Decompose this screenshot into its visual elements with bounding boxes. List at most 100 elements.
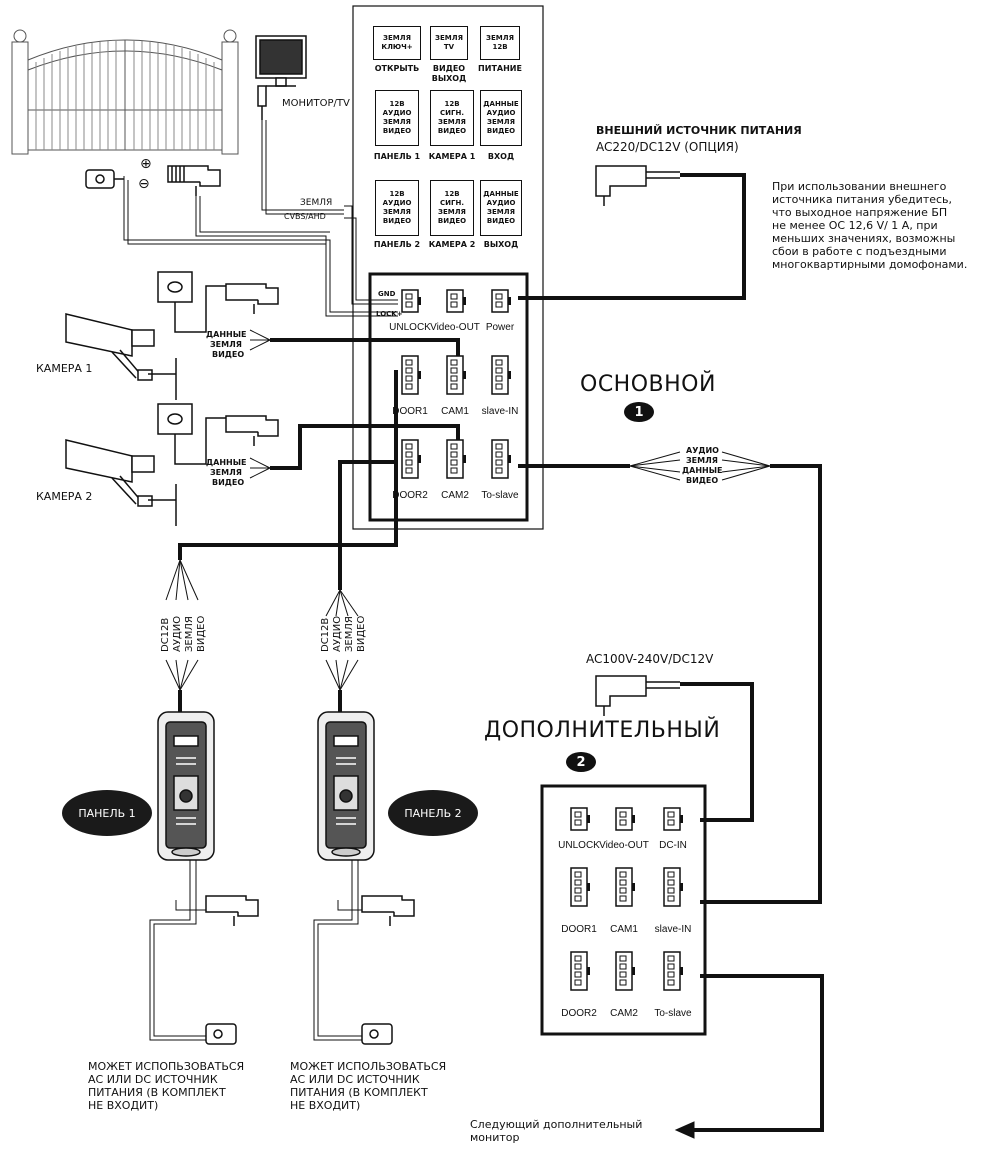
camera-1-wire-video: ВИДЕО bbox=[212, 350, 245, 359]
main-connector-unlock bbox=[401, 289, 421, 313]
panel-2-wire-ground: ЗЕМЛЯ bbox=[344, 616, 355, 652]
main-port-unlock: UNLOCK bbox=[389, 322, 431, 333]
main-port-slave-in: slave-IN bbox=[481, 406, 519, 417]
slave-connector-cam2 bbox=[615, 951, 635, 991]
link-wire-ground: ЗЕМЛЯ bbox=[686, 456, 718, 465]
camera-2-label: КАМЕРА 2 bbox=[36, 490, 93, 503]
slave-port-slave-in: slave-IN bbox=[654, 924, 692, 935]
slave-connector-unlock bbox=[570, 807, 590, 831]
panel-2-badge: ПАНЕЛЬ 2 bbox=[388, 790, 478, 836]
main-connector-power bbox=[491, 289, 511, 313]
main-connector-door1 bbox=[401, 355, 421, 395]
panel-2-power-note: МОЖЕТ ИСПОЛЬЗОВАТЬСЯ АС ИЛИ DC ИСТОЧНИК … bbox=[290, 1060, 447, 1112]
link-wire-video: ВИДЕО bbox=[686, 476, 719, 485]
camera-2-wire-video: ВИДЕО bbox=[212, 478, 245, 487]
lock-power-adapter-icon bbox=[167, 165, 221, 196]
panel-1-wire-audio: АУДИО bbox=[172, 615, 183, 652]
legend-caption-unlock: ОТКРЫТЬ bbox=[374, 64, 420, 73]
main-port-cam1: CAM1 bbox=[441, 406, 469, 417]
panel-1-power-adapter-icon bbox=[205, 895, 259, 1045]
thin-wires bbox=[123, 120, 398, 1041]
slave-connector-door2 bbox=[570, 951, 590, 991]
external-power-note: При использовании внешнего источника пит… bbox=[772, 180, 968, 271]
panel-2-wire-audio: АУДИО bbox=[332, 615, 343, 652]
link-wire-audio: АУДИО bbox=[686, 446, 719, 455]
slave-port-video-out: Video-OUT bbox=[599, 840, 649, 851]
slave-port-dc-in: DC-IN bbox=[659, 840, 687, 851]
slave-unit-title: ДОПОЛНИТЕЛЬНЫЙ bbox=[484, 718, 721, 743]
legend-caption-video-out: ВИДЕО ВЫХОД bbox=[431, 64, 467, 83]
slave-unit-port-panel bbox=[540, 784, 707, 1036]
main-port-power: Power bbox=[485, 322, 515, 333]
external-power-subtitle: AC220/DC12V (ОПЦИЯ) bbox=[596, 140, 739, 154]
port-connectors bbox=[401, 289, 683, 991]
slave-connector-dc-in bbox=[663, 807, 683, 831]
main-port-video-out: Video-OUT bbox=[430, 322, 480, 333]
panel-2-wire-dc12: DC12В bbox=[320, 617, 331, 652]
external-power-title: ВНЕШНИЙ ИСТОЧНИК ПИТАНИЯ bbox=[596, 124, 802, 137]
main-unit-port-panel bbox=[368, 272, 529, 522]
minus-symbol: ⊖ bbox=[138, 176, 150, 192]
panel-stems bbox=[178, 690, 342, 712]
thick-wires bbox=[178, 173, 824, 1139]
door-panel-2-icon bbox=[317, 711, 375, 861]
main-port-door2: DOOR2 bbox=[392, 490, 428, 501]
main-connector-video-out bbox=[446, 289, 466, 313]
panel-1-badge: ПАНЕЛЬ 1 bbox=[62, 790, 152, 836]
legend-box-camera-2: 12В СИГН. ЗЕМЛЯ ВИДЕО bbox=[430, 180, 474, 236]
external-power-plug-icon bbox=[595, 165, 680, 206]
electric-lock-icon bbox=[85, 169, 124, 189]
camera-2-wire-data: ДАННЫЕ bbox=[206, 458, 247, 467]
main-connector-cam1 bbox=[446, 355, 466, 395]
legend-box-unlock: ЗЕМЛЯ КЛЮЧ+ bbox=[373, 26, 421, 60]
slave-unit-number-badge: 2 bbox=[566, 752, 596, 772]
link-wire-data: ДАННЫЕ bbox=[682, 466, 723, 475]
panel-1-wire-dc12: DC12В bbox=[160, 617, 171, 652]
legend-caption-power: ПИТАНИЕ bbox=[478, 64, 522, 73]
legend-box-panel-2: 12В АУДИО ЗЕМЛЯ ВИДЕО bbox=[375, 180, 419, 236]
panel-1-wire-ground: ЗЕМЛЯ bbox=[184, 616, 195, 652]
fan-wires bbox=[165, 329, 771, 691]
legend-box-video-out: ЗЕМЛЯ TV bbox=[430, 26, 468, 60]
legend-box-camera-1: 12В СИГН. ЗЕМЛЯ ВИДЕО bbox=[430, 90, 474, 146]
monitor-label: МОНИТОР/TV bbox=[282, 98, 350, 109]
main-port-cam2: CAM2 bbox=[441, 490, 469, 501]
camera-1-label: КАМЕРА 1 bbox=[36, 362, 93, 375]
slave-port-door2: DOOR2 bbox=[561, 1008, 597, 1019]
slave-connector-cam1 bbox=[615, 867, 635, 907]
main-unit-title: ОСНОВНОЙ bbox=[580, 372, 716, 397]
slave-connector-slave-in bbox=[663, 867, 683, 907]
legend-caption-panel-1: ПАНЕЛЬ 1 bbox=[373, 152, 421, 161]
slave-port-to-slave: To-slave bbox=[654, 1008, 692, 1019]
camera-1-power-block bbox=[157, 271, 279, 333]
slave-connector-door1 bbox=[570, 867, 590, 907]
legend-box-output: ДАННЫЕ АУДИО ЗЕМЛЯ ВИДЕО bbox=[480, 180, 522, 236]
monitor-tv-icon bbox=[255, 35, 307, 120]
panel-2-power-adapter-icon bbox=[361, 895, 415, 1045]
camera-2-wire-ground: ЗЕМЛЯ bbox=[210, 468, 242, 477]
gnd-label: GND bbox=[378, 290, 396, 298]
door-panel-1-icon bbox=[157, 711, 215, 861]
tv-ground-label: ЗЕМЛЯ bbox=[300, 198, 333, 208]
legend-caption-output: ВЫХОД bbox=[483, 240, 519, 249]
main-port-door1: DOOR1 bbox=[392, 406, 428, 417]
panel-1-wire-video: ВИДЕО bbox=[196, 615, 207, 652]
main-connector-cam2 bbox=[446, 439, 466, 479]
camera-1-wire-ground: ЗЕМЛЯ bbox=[210, 340, 242, 349]
main-connector-to-slave bbox=[491, 439, 511, 479]
tv-signal-label: CVBS/AHD bbox=[284, 212, 326, 221]
legend-caption-camera-2: КАМЕРА 2 bbox=[428, 240, 476, 249]
next-monitor-label: Следующий дополнительный монитор bbox=[470, 1118, 643, 1144]
slave-connector-video-out bbox=[615, 807, 635, 831]
lock-label: LOCK+ bbox=[376, 310, 403, 318]
camera-2-icon bbox=[65, 439, 177, 526]
plus-symbol: ⊕ bbox=[140, 156, 152, 172]
slave-port-cam2: CAM2 bbox=[610, 1008, 638, 1019]
main-port-to-slave: To-slave bbox=[481, 490, 519, 501]
gate-illustration bbox=[11, 29, 239, 155]
legend-caption-camera-1: КАМЕРА 1 bbox=[428, 152, 476, 161]
panel-1-power-note: МОЖЕТ ИСПОПЬЗОВАТЬСЯ АС ИЛИ DC ИСТОЧНИК … bbox=[88, 1060, 245, 1112]
main-unit-number-badge: 1 bbox=[624, 402, 654, 422]
slave-supply-label: AC100V-240V/DC12V bbox=[586, 652, 714, 666]
